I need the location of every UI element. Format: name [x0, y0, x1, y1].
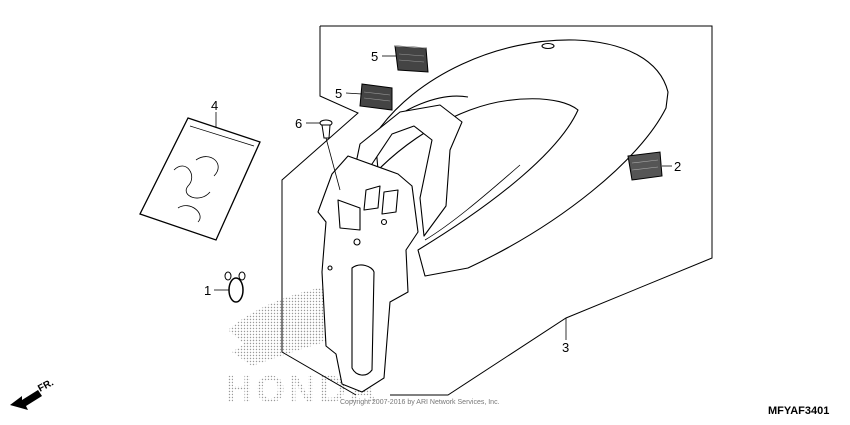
- reflector-right-drawing: [627, 151, 663, 181]
- reflector-middle-drawing: [359, 83, 393, 111]
- front-direction-arrow: FR.: [10, 377, 56, 410]
- reflector-upper-drawing: [394, 45, 429, 73]
- callout-4: 4: [211, 98, 218, 113]
- front-direction-label: FR.: [36, 377, 56, 394]
- assembly-boundary: [281, 25, 713, 396]
- callout-3: 3: [562, 340, 569, 355]
- callout-5-lower: 5: [335, 86, 342, 101]
- tool-bag-drawing: [139, 117, 261, 241]
- leader-lines: [214, 55, 672, 340]
- callout-5-upper: 5: [371, 49, 378, 64]
- splash-guard-drawing: [317, 155, 419, 393]
- diagram-code: MFYAF3401: [768, 405, 829, 417]
- rear-fender-drawing: [351, 39, 669, 277]
- callout-6: 6: [295, 116, 302, 131]
- copyright-text: Copyright 2007-2016 by ARI Network Servi…: [340, 399, 500, 406]
- clip-drawing: [224, 271, 246, 303]
- callout-2: 2: [674, 159, 681, 174]
- callout-1: 1: [204, 283, 211, 298]
